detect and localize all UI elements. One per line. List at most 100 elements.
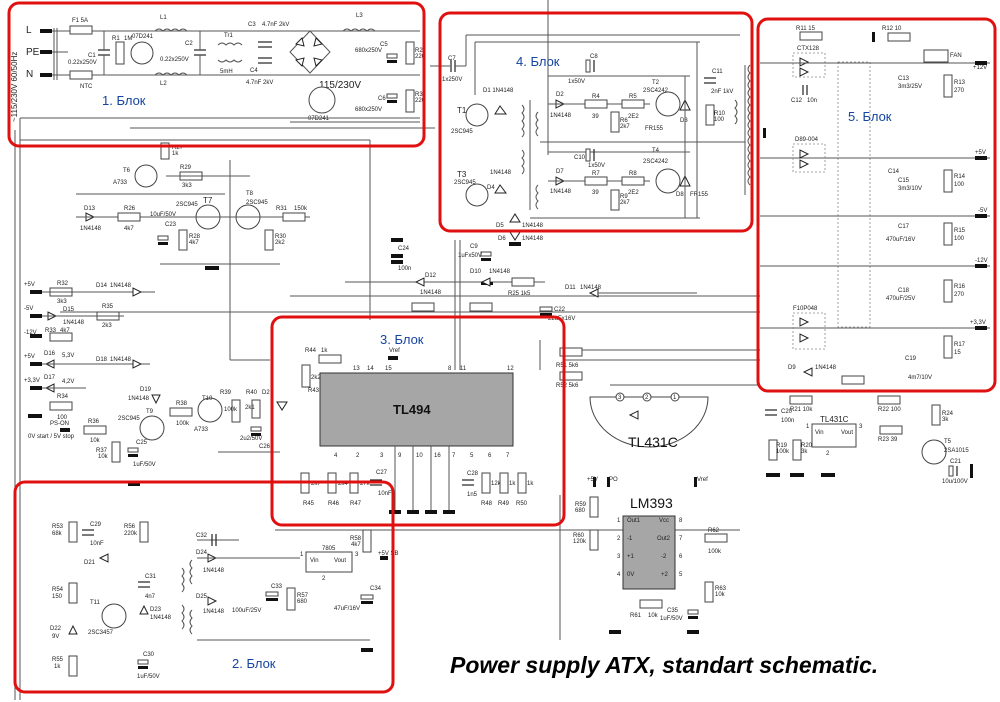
svg-text:D17: D17 (44, 375, 56, 381)
svg-text:+3,3V: +3,3V (24, 378, 40, 384)
svg-text:D4: D4 (487, 185, 495, 191)
svg-text:4.7nF 2kV: 4.7nF 2kV (246, 80, 273, 86)
svg-text:FAN: FAN (950, 53, 962, 59)
svg-text:R23 39: R23 39 (878, 437, 898, 443)
svg-text:8: 8 (448, 366, 452, 372)
svg-text:1N4148: 1N4148 (203, 568, 225, 574)
svg-text:1uF/50V: 1uF/50V (660, 616, 683, 622)
svg-text:5: 5 (679, 572, 683, 578)
svg-text:1N4148: 1N4148 (490, 170, 512, 176)
svg-text:1x250V: 1x250V (442, 77, 462, 83)
svg-text:120k: 120k (573, 539, 587, 545)
svg-text:D3: D3 (680, 118, 688, 124)
svg-text:15: 15 (954, 350, 961, 356)
svg-text:270: 270 (954, 88, 965, 94)
svg-text:R32: R32 (57, 281, 69, 287)
output-12v: +12V (973, 65, 987, 71)
svg-text:R54: R54 (52, 587, 64, 593)
tl494-chip (319, 372, 514, 447)
svg-text:C17: C17 (898, 224, 910, 230)
svg-text:R58: R58 (350, 536, 362, 542)
svg-text:680: 680 (575, 508, 586, 514)
svg-text:R43: R43 (308, 388, 320, 394)
svg-text:1uF/50V: 1uF/50V (137, 674, 160, 680)
svg-text:7: 7 (506, 453, 510, 459)
svg-text:D7: D7 (556, 169, 564, 175)
svg-text:R2: R2 (415, 48, 423, 54)
svg-text:T2: T2 (652, 80, 660, 86)
svg-text:R33: R33 (45, 328, 57, 334)
svg-text:5: 5 (470, 453, 474, 459)
svg-text:2SC945: 2SC945 (454, 180, 476, 186)
svg-text:150k: 150k (294, 206, 308, 212)
svg-text:C10: C10 (574, 155, 586, 161)
svg-text:2SC3457: 2SC3457 (88, 630, 114, 636)
output-minus-5v: -5V (978, 208, 987, 214)
svg-text:12k: 12k (491, 481, 502, 487)
svg-text:5,3V: 5,3V (62, 353, 74, 359)
svg-text:C18: C18 (898, 288, 910, 294)
svg-text:8: 8 (679, 518, 683, 524)
svg-text:C23: C23 (165, 222, 177, 228)
svg-text:2SC4242: 2SC4242 (643, 88, 669, 94)
svg-text:R56: R56 (124, 524, 136, 530)
svg-text:10u/100V: 10u/100V (942, 479, 968, 485)
svg-text:+2: +2 (661, 572, 669, 578)
svg-text:TL431C: TL431C (820, 415, 849, 424)
feedback-network: C24 100n D12 1N4148 C9 1uFx50V D6 1N4148… (345, 231, 697, 322)
svg-text:11: 11 (460, 366, 467, 372)
svg-text:13: 13 (353, 366, 360, 372)
svg-text:C13: C13 (898, 76, 910, 82)
lm393-chip (622, 515, 676, 590)
svg-text:C26: C26 (259, 444, 271, 450)
svg-text:2k2: 2k2 (311, 375, 321, 381)
svg-text:1N4148: 1N4148 (489, 269, 511, 275)
svg-text:R29: R29 (180, 165, 192, 171)
svg-text:R1: R1 (112, 36, 120, 42)
svg-text:PO: PO (609, 477, 618, 483)
svg-text:D2: D2 (262, 390, 270, 396)
svg-text:C14: C14 (888, 169, 900, 175)
svg-text:D9: D9 (788, 365, 796, 371)
svg-text:68k: 68k (52, 531, 63, 537)
svg-text:C7: C7 (448, 56, 456, 62)
svg-text:T9: T9 (146, 409, 154, 415)
svg-text:1: 1 (300, 552, 304, 558)
svg-text:4k7: 4k7 (351, 542, 361, 548)
svg-text:2nF 1kV: 2nF 1kV (711, 89, 733, 95)
svg-text:R20: R20 (801, 443, 813, 449)
svg-text:C21: C21 (950, 459, 962, 465)
mains-label: ~115/230V 60/50Hz (10, 52, 19, 122)
svg-text:1N4148: 1N4148 (420, 290, 442, 296)
svg-text:R31: R31 (276, 206, 288, 212)
svg-text:-5V: -5V (24, 306, 33, 312)
svg-text:4.7nF 2kV: 4.7nF 2kV (262, 22, 289, 28)
svg-text:D6: D6 (498, 236, 506, 242)
lm393-power-good: +5V PO Vref R59 680 R60 120k LM393 1 Out… (573, 477, 728, 634)
svg-text:100: 100 (954, 182, 965, 188)
svg-text:100k: 100k (708, 549, 722, 555)
svg-text:A733: A733 (113, 180, 128, 186)
svg-text:-2: -2 (661, 554, 667, 560)
svg-text:100: 100 (954, 236, 965, 242)
svg-text:R46: R46 (328, 501, 340, 507)
svg-text:1M: 1M (124, 36, 132, 42)
svg-text:C24: C24 (398, 246, 410, 252)
svg-text:C32: C32 (196, 533, 208, 539)
svg-text:470uF/16V: 470uF/16V (886, 237, 915, 243)
svg-text:F10P048: F10P048 (793, 306, 818, 312)
svg-text:Vcc: Vcc (659, 518, 669, 524)
svg-text:C33: C33 (271, 584, 283, 590)
svg-text:T7: T7 (203, 196, 213, 205)
svg-text:3k: 3k (801, 449, 808, 455)
tl431-regulator (811, 423, 857, 448)
svg-text:C12: C12 (791, 98, 803, 104)
svg-text:L3: L3 (356, 13, 363, 19)
svg-text:R16: R16 (954, 284, 966, 290)
svg-text:R40: R40 (246, 390, 258, 396)
svg-text:R53: R53 (52, 524, 64, 530)
svg-text:47uF/16V: 47uF/16V (334, 606, 360, 612)
block-3-tl494-controller: R44 1k 2k2 R43 Vref TL494 13 14 15 8 11 … (300, 347, 583, 514)
svg-text:F1 5A: F1 5A (72, 18, 88, 24)
svg-text:T5: T5 (944, 439, 952, 445)
